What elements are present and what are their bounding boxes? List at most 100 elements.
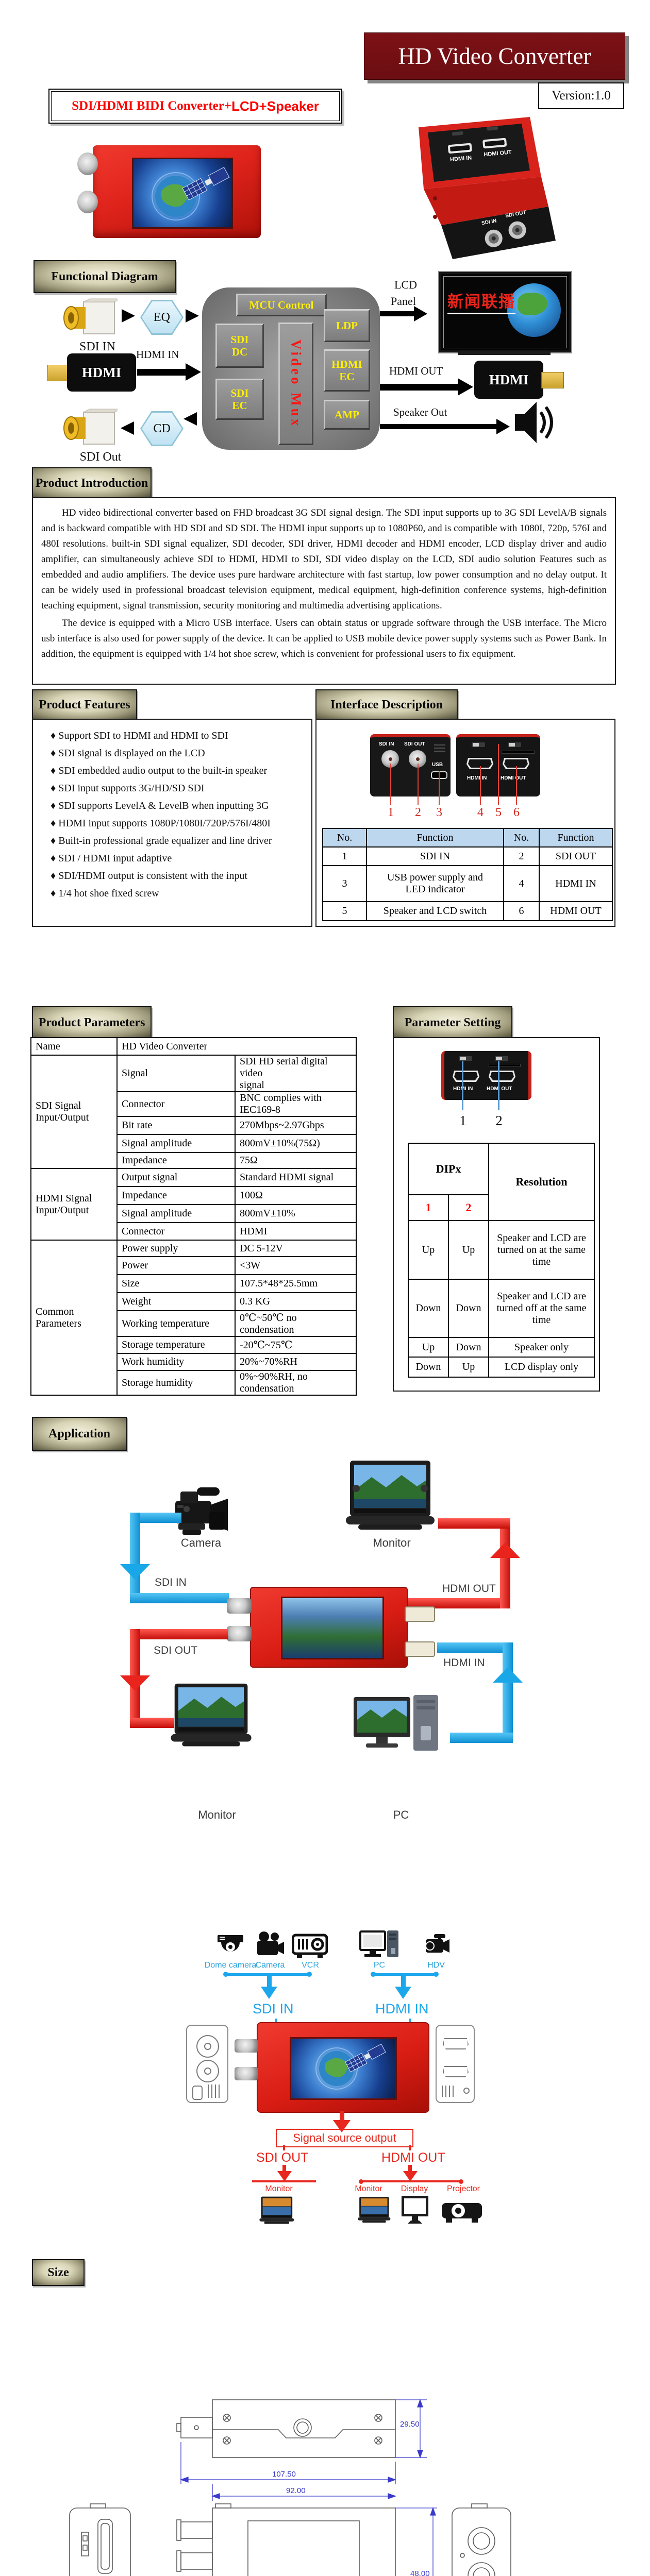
app2-source-label-0: Dome camera <box>204 1961 257 1970</box>
lcd-inner-frame <box>443 276 567 348</box>
param-key: Bit rate <box>116 1116 236 1135</box>
dip-subheader-row: 1 2 <box>408 1194 594 1221</box>
converter-front-screen <box>132 158 233 229</box>
app2-blue-drop-left <box>267 1973 272 1987</box>
lcd-earth-land <box>518 293 547 315</box>
param-value: Standard HDMI signal <box>234 1168 357 1187</box>
interface-row: 1 SDI IN 2 SDI OUT <box>322 846 613 866</box>
cell: 6 <box>503 901 540 921</box>
func-hdmi-out-label: HDMI OUT <box>389 365 443 377</box>
bnc-connector-icon <box>63 298 118 334</box>
dip-sd-slot <box>489 1064 521 1067</box>
param-key: Connector <box>116 1091 236 1117</box>
app1-hdmi-stub-2 <box>405 1641 435 1657</box>
section-size-label: Size <box>47 2265 69 2279</box>
feature-text: SDI / HDMI input adaptive <box>58 853 172 864</box>
param-value: 0%~90%RH, no condensation <box>234 1370 357 1396</box>
sdi-dc-label: SDI DC <box>230 333 249 358</box>
section-product-features-label: Product Features <box>39 698 130 711</box>
hdmi-ec-label: HDMI EC <box>331 358 362 383</box>
sink-display-icon <box>402 2196 428 2224</box>
intro-paragraph-1: HD video bidirectional converter based o… <box>41 507 607 611</box>
photo-sdi-in-label: SDI IN <box>481 218 497 226</box>
app2-right-outline-device <box>436 2025 475 2103</box>
app2-red-dot <box>359 2179 363 2184</box>
photo-hdmi-in-label: HDMI IN <box>450 155 472 163</box>
app2-hdmi-out-label: HDMI OUT <box>381 2150 445 2165</box>
hdmi-out-arrow-shaft <box>380 384 460 391</box>
dip-hdmi-port-out <box>489 1071 515 1082</box>
sink-projector-icon <box>442 2203 482 2223</box>
param-row: Work humidity 20%~70%RH <box>31 1353 357 1371</box>
arrow-cd-to-bnc <box>121 421 134 435</box>
camera-icon <box>175 1487 228 1535</box>
features-list: ♦ Support SDI to HDMI and HDMI to SDI ♦ … <box>33 730 311 900</box>
parameters-table: Name HD Video Converter SDI Signal Input… <box>30 1037 357 1396</box>
param-row: Signal amplitude 800mV±10% <box>31 1204 357 1223</box>
feature-text: SDI input supports 3G/HD/SD SDI <box>58 783 205 794</box>
param-value: 270Mbps~2.97Gbps <box>234 1116 357 1135</box>
hdmi-in-arrow-head <box>186 363 201 381</box>
app2-source-label-3: PC <box>373 1961 386 1970</box>
app1-blue-h1 <box>130 1513 181 1523</box>
dip-slot-2 <box>495 1056 508 1061</box>
param-value: 107.5*48*25.5mm <box>234 1274 357 1293</box>
video-camera-icon <box>257 1931 284 1955</box>
speaker-icon <box>515 402 553 443</box>
param-group: SDI Signal Input/Output <box>30 1055 118 1169</box>
feature-item: ♦ SDI supports LevelA & LevelB when inpu… <box>51 800 311 812</box>
app2-sink-label-3: Projector <box>446 2184 480 2193</box>
param-key: Impedance <box>116 1152 236 1169</box>
outline-bnc-1 <box>196 2035 219 2058</box>
feature-item: ♦ SDI embedded audio output to the built… <box>51 765 311 777</box>
cell: Down <box>408 1357 449 1378</box>
app1-monitor-bottom-label: Monitor <box>198 1808 236 1821</box>
arrow-bnc-to-eq <box>122 309 135 323</box>
iface-bnc-2-pin <box>416 757 420 761</box>
introduction-box: HD video bidirectional converter based o… <box>32 497 616 685</box>
param-value: 800mV±10% <box>234 1204 357 1223</box>
sink-monitor-icon-1 <box>259 2196 294 2224</box>
version-label: Version:1.0 <box>552 89 611 103</box>
app2-red-drop-right <box>408 2165 412 2172</box>
param-row: Impedance 100Ω <box>31 1186 357 1205</box>
param-key: Working temperature <box>116 1310 236 1337</box>
iface-sdi-out-label: SDI OUT <box>404 741 425 747</box>
dip-header-cell: DIPx <box>407 1143 490 1195</box>
interface-table-header-row: No. Function No. Function <box>322 828 613 848</box>
feature-text: 1/4 hot shoe fixed screw <box>58 888 159 899</box>
iface-sdi-in-label: SDI IN <box>379 741 394 747</box>
dip-col-1: 1 <box>408 1194 449 1221</box>
arrow-eq-to-block <box>186 309 199 323</box>
cell: Up <box>408 1337 449 1358</box>
func-speaker-out-label: Speaker Out <box>393 406 447 418</box>
sdi-ec-label: SDI EC <box>230 386 249 412</box>
cell: Down <box>447 1279 490 1338</box>
bnc-plug-photo-2 <box>77 191 98 213</box>
section-product-introduction-label: Product Introduction <box>35 476 148 490</box>
iface-hdmi-port-out <box>503 758 529 769</box>
iface-callout-1: 1 <box>388 806 394 819</box>
cell: 1 <box>322 846 367 866</box>
iface-lead-5 <box>498 744 499 805</box>
feature-item: ♦ Built-in professional grade equalizer … <box>51 835 311 847</box>
param-value: SDI HD serial digital video signal <box>234 1055 357 1092</box>
hdv-icon <box>425 1934 449 1953</box>
app1-bnc-stub-1 <box>227 1598 252 1614</box>
iface-hdmi-port-in <box>466 758 493 769</box>
app2-bus-dot <box>307 1972 312 1977</box>
cell: SDI OUT <box>539 846 613 866</box>
col-function-1: Function <box>366 828 504 848</box>
dim-text-92-00: 92.00 <box>286 2486 306 2495</box>
iface-callout-6: 6 <box>513 806 520 819</box>
dip-lead-1 <box>462 1061 463 1110</box>
pc-icon <box>354 1695 438 1751</box>
resolution-header-cell: Resolution <box>488 1143 595 1221</box>
earth-satellite-art <box>315 2043 386 2090</box>
param-value: 0℃~50℃ no condensation <box>234 1310 357 1337</box>
sdi-ec-box: SDI EC <box>215 379 264 420</box>
app2-left-outline-device <box>186 2025 228 2103</box>
features-box: ♦ Support SDI to HDMI and HDMI to SDI ♦ … <box>32 719 312 927</box>
param-row: Power <3W <box>31 1256 357 1275</box>
